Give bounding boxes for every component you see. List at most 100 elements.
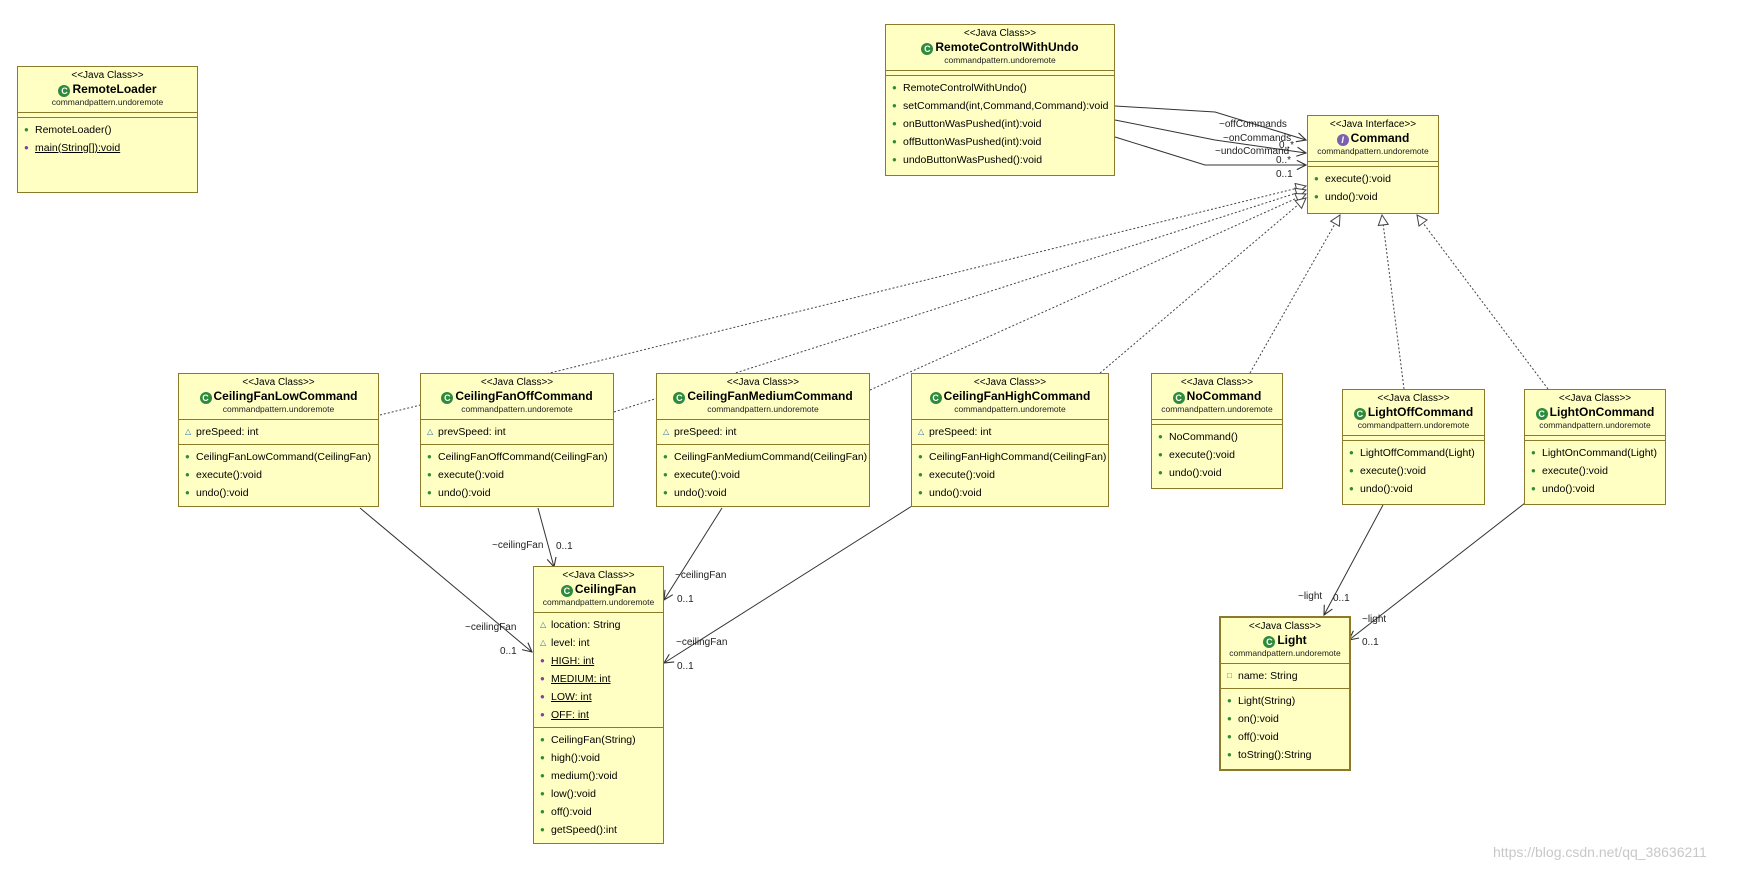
- operation-row[interactable]: ●undo():void: [912, 484, 1108, 502]
- operation-row[interactable]: ●CeilingFanLowCommand(CeilingFan): [179, 448, 378, 466]
- pub-visibility-icon: ●: [427, 488, 432, 498]
- operation-row[interactable]: ●CeilingFanOffCommand(CeilingFan): [421, 448, 613, 466]
- operation-row[interactable]: ●LightOnCommand(Light): [1525, 444, 1665, 462]
- attribute-row[interactable]: △ prevSpeed: int: [421, 423, 613, 441]
- operation-row[interactable]: ●execute():void: [1308, 170, 1438, 188]
- pub-visibility-icon: ●: [540, 825, 545, 835]
- pub-visibility-icon: ●: [185, 470, 190, 480]
- operation-row[interactable]: ●CeilingFanMediumCommand(CeilingFan): [657, 448, 869, 466]
- operation-row[interactable]: ● getSpeed():int: [534, 821, 663, 839]
- package-label: commandpattern.undoremote: [1317, 146, 1429, 156]
- attribute-row[interactable]: △preSpeed: int: [179, 423, 378, 441]
- operation-row[interactable]: ● onButtonWasPushed(int):void: [886, 115, 1114, 133]
- attribute-row[interactable]: △location: String: [534, 616, 663, 634]
- operation-row[interactable]: ●undo():void: [1525, 480, 1665, 498]
- stereotype-label: <<Java Class>>: [1377, 393, 1450, 404]
- pkg-visibility-icon: △: [540, 620, 547, 630]
- operation-row[interactable]: ●medium():void: [534, 767, 663, 785]
- attribute-text: prevSpeed: int: [438, 426, 506, 438]
- operation-row[interactable]: ●low():void: [534, 785, 663, 803]
- operation-text: undoButtonWasPushed():void: [903, 154, 1043, 166]
- operation-row[interactable]: ●execute():void: [1343, 462, 1484, 480]
- operation-row[interactable]: ●undo():void: [421, 484, 613, 502]
- pub-visibility-icon: ●: [892, 119, 897, 129]
- operation-row[interactable]: ●RemoteLoader(): [18, 121, 197, 139]
- attribute-row[interactable]: ●MEDIUM: int: [534, 670, 663, 688]
- operation-row[interactable]: ●high():void: [534, 749, 663, 767]
- operation-row[interactable]: ●execute():void: [657, 466, 869, 484]
- operation-row[interactable]: ●undo():void: [1308, 188, 1438, 206]
- class-name-text: CeilingFan: [574, 582, 637, 596]
- attribute-row[interactable]: ●OFF: int: [534, 706, 663, 724]
- operation-row[interactable]: ●main(String[]):void: [18, 139, 197, 157]
- operation-text: undo():void: [929, 487, 982, 499]
- operation-row[interactable]: ●undo():void: [179, 484, 378, 502]
- edge-label-mult: 0..1: [677, 594, 694, 605]
- pkg-visibility-icon: △: [427, 427, 434, 437]
- attribute-text: preSpeed: int: [674, 426, 737, 438]
- class-name-text: CeilingFanOffCommand: [455, 389, 593, 403]
- operation-row[interactable]: ●RemoteControlWithUndo(): [886, 79, 1114, 97]
- operation-row[interactable]: ●execute():void: [1152, 446, 1282, 464]
- operation-row[interactable]: ●execute():void: [912, 466, 1108, 484]
- operations-section: ●CeilingFanOffCommand(CeilingFan)●execut…: [421, 444, 613, 505]
- operation-row[interactable]: ●Light(String): [1221, 692, 1349, 710]
- pkg-visibility-icon: △: [185, 427, 192, 437]
- operation-row[interactable]: ●setCommand(int,Command,Command):void: [886, 97, 1114, 115]
- association-edge-low-ceilingfan: [359, 507, 532, 652]
- attribute-row[interactable]: ●LOW: int: [534, 688, 663, 706]
- operation-row[interactable]: ●off():void: [534, 803, 663, 821]
- operation-row[interactable]: ●CeilingFan(String): [534, 731, 663, 749]
- operation-row[interactable]: ●toString():String: [1221, 746, 1349, 764]
- class-name-text: CeilingFanLowCommand: [213, 389, 358, 403]
- operation-text: getSpeed():int: [551, 824, 617, 836]
- operation-row[interactable]: ●execute():void: [1525, 462, 1665, 480]
- attribute-text: name: String: [1238, 670, 1298, 682]
- operation-row[interactable]: ●undoButtonWasPushed():void: [886, 151, 1114, 169]
- operation-row[interactable]: ●execute():void: [421, 466, 613, 484]
- operation-text: LightOnCommand(Light): [1542, 447, 1657, 459]
- operations-section: ●LightOnCommand(Light)●execute():void●un…: [1525, 440, 1665, 501]
- attribute-text: HIGH: int: [551, 655, 595, 667]
- attribute-row[interactable]: ●HIGH: int: [534, 652, 663, 670]
- attribute-row[interactable]: □name: String: [1221, 667, 1349, 685]
- operation-row[interactable]: ●undo():void: [657, 484, 869, 502]
- attribute-row[interactable]: △level: int: [534, 634, 663, 652]
- operation-text: onButtonWasPushed(int):void: [903, 118, 1042, 130]
- operation-row[interactable]: ●undo():void: [1152, 464, 1282, 482]
- operation-row[interactable]: ●CeilingFanHighCommand(CeilingFan): [912, 448, 1108, 466]
- attributes-section: △preSpeed: int: [179, 419, 378, 444]
- operation-row[interactable]: ●on():void: [1221, 710, 1349, 728]
- operation-row[interactable]: ●offButtonWasPushed(int):void: [886, 133, 1114, 151]
- operation-row[interactable]: ●undo():void: [1343, 480, 1484, 498]
- attribute-row[interactable]: △preSpeed: int: [657, 423, 869, 441]
- operation-row[interactable]: ●execute():void: [179, 466, 378, 484]
- package-label: commandpattern.undoremote: [542, 597, 655, 607]
- pub-visibility-icon: ●: [663, 470, 668, 480]
- attribute-row[interactable]: △preSpeed: int: [912, 423, 1108, 441]
- cons-visibility-icon: ●: [1349, 448, 1354, 458]
- operation-row[interactable]: ●NoCommand(): [1152, 428, 1282, 446]
- operation-row[interactable]: ●off():void: [1221, 728, 1349, 746]
- attributes-section: △location: String△level: int●HIGH: int●M…: [534, 612, 663, 727]
- operation-text: CeilingFanLowCommand(CeilingFan): [196, 451, 372, 463]
- attributes-section: △ prevSpeed: int: [421, 419, 613, 444]
- pub-visibility-icon: ●: [1227, 750, 1232, 760]
- operation-row[interactable]: ●LightOffCommand(Light): [1343, 444, 1484, 462]
